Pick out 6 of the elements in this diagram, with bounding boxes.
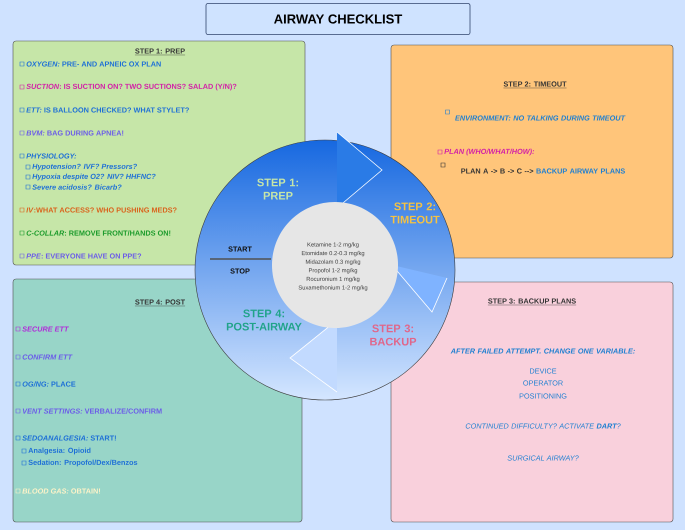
step-card: [390, 44, 674, 258]
step-label: STEP 3: BACKUP: [370, 324, 416, 346]
step-label: STEP 4: POST-AIRWAY: [226, 310, 302, 330]
step-label: STEP 2: TIMEOUT: [390, 202, 440, 224]
title-box: AIRWAY CHECKLIST: [206, 3, 470, 35]
step-label: STEP 1: PREP: [257, 178, 298, 200]
